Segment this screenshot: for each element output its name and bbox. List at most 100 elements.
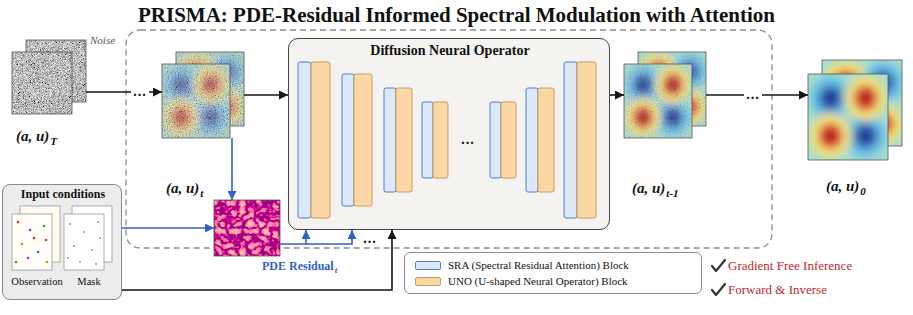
mask-image [67,257,69,259]
input-box-fill [2,184,122,300]
check-mark [712,260,725,295]
arrow-connector [231,138,233,200]
residual-image [214,200,280,256]
arrow-connector [122,227,214,229]
state-subscript: t-1 [666,187,678,200]
arrow-connector [122,230,392,290]
operator-block [354,74,372,206]
state-label: (a, u) [632,180,665,197]
box-title: Input conditions [21,188,105,202]
observation-image [43,225,46,228]
observation-image [46,261,49,264]
legend-entry: SRA (Spectral Residual Attention) Block [415,257,691,273]
mask-image [64,214,104,270]
mask-image [95,263,97,265]
operator-block [298,62,596,218]
mask-image [69,223,71,225]
residual-image [214,200,280,256]
mask-image [99,237,101,239]
mask-image [64,206,112,270]
check-mark [712,284,725,295]
noise-stack: Noise(a, u)T [12,40,86,114]
field-image [162,52,904,160]
field-image [162,64,230,138]
observation-image [12,214,52,270]
noise-image [12,52,72,114]
figure-title: PRISMA: PDE-Residual Informed Spectral M… [0,3,913,27]
residual-label: PDE Residual [262,260,334,274]
field-image [162,64,230,138]
field-image [808,74,888,160]
legend-label: UNO (U-shaped Neural Operator) Block [448,275,628,288]
operator-box: Diffusion Neural Operator [288,38,610,230]
observation-image [12,206,60,270]
state-label: (a, u) [16,128,49,145]
legend-swatch [415,261,441,270]
state-label: (a, u) [166,180,199,197]
state-subscript: t [200,187,203,200]
operator-block [396,88,412,192]
field-image [624,64,692,138]
state-label: (a, u) [826,178,859,195]
observation-image [45,239,48,242]
feature-note: Gradient Free Inference [728,259,852,274]
arrow-connector [280,230,306,244]
edge-label: ... [131,85,149,99]
legend-box: SRA (Spectral Residual Attention) BlockU… [404,252,702,294]
operator-block [526,88,538,192]
mask-image [91,249,93,251]
legend-swatch [415,277,441,286]
operator-block [564,62,577,218]
state-subscript: 0 [860,185,866,198]
observation-image [17,221,20,224]
field-image [624,64,692,138]
observation-image [27,257,30,260]
operator-block [577,62,596,218]
ellipsis-mark: ... [461,133,475,147]
legend-label: SRA (Spectral Residual Attention) Block [448,259,629,272]
operator-block [298,62,311,218]
operator-block [490,102,501,178]
observation-image [37,251,40,254]
residual-image [214,200,280,256]
box-title: Diffusion Neural Operator [370,43,529,59]
feature-note: Forward & Inverse [728,283,827,298]
state-image-stack: (a, u)t [162,52,244,138]
arrow-connector [244,94,288,96]
mask-image [83,231,85,233]
ellipsis-mark: ... [361,232,379,246]
residual-map: PDE Residualt [214,200,280,256]
state-image-stack: (a, u)t-1 [624,52,706,138]
observation-image [21,243,24,246]
arrow-connector [86,91,162,93]
arrow-connector [610,94,624,96]
state-subscript: T [50,135,57,148]
field-image [162,64,230,138]
operator-block [501,102,516,178]
operator-block [384,88,396,192]
mask-image [97,221,99,223]
residual-subscript: t [335,265,338,275]
field-image [808,74,888,160]
input-conditions-box: Input conditionsObservation Mask [2,184,122,300]
operator-block [311,62,330,218]
image-caption: Observation [11,276,62,288]
observation-image [15,261,18,264]
legend-entry: UNO (U-shaped Neural Operator) Block [415,273,691,289]
operator-box-fill [288,38,610,230]
mask-image [79,261,81,263]
operator-block [422,102,433,178]
operator-block [538,88,554,192]
noise-label: Noise [90,34,115,47]
check-mark [712,260,725,271]
state-image-stack: (a, u)0 [808,60,902,160]
image-caption: Mask [77,276,100,288]
observation-image [29,229,32,232]
residual-branch-arrow [306,230,352,244]
operator-block [342,74,354,206]
edge-label: ... [744,88,762,102]
mask-image [73,245,75,247]
noise-image [12,40,86,114]
noise-image [12,52,72,114]
observation-image [33,237,36,240]
